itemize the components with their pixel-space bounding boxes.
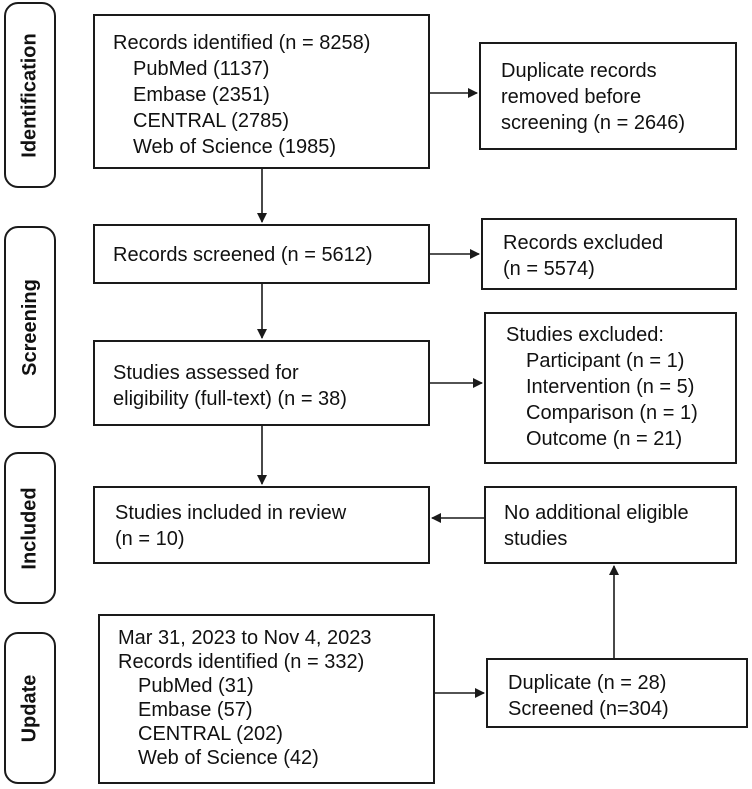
studies-included-box: Studies included in review (n = 10)	[93, 486, 430, 564]
update-duplicate: Duplicate (n = 28)	[508, 672, 667, 694]
update-source-pubmed: PubMed (31)	[138, 675, 254, 697]
update-result-box: Duplicate (n = 28) Screened (n=304)	[486, 658, 748, 728]
studies-excluded-box: Studies excluded: Participant (n = 1) In…	[484, 312, 737, 464]
assessed-line-2: eligibility (full-text) (n = 38)	[113, 388, 347, 410]
included-line-1: Studies included in review	[115, 502, 347, 524]
reason-comparison: Comparison (n = 1)	[526, 402, 698, 424]
stage-screening: Screening	[4, 226, 56, 428]
records-identified-title: Records identified (n = 8258)	[113, 32, 371, 54]
records-identified-box: Records identified (n = 8258) PubMed (11…	[93, 14, 430, 169]
update-records-title: Records identified (n = 332)	[118, 651, 365, 673]
studies-assessed-box: Studies assessed for eligibility (full-t…	[93, 340, 430, 426]
update-date-range: Mar 31, 2023 to Nov 4, 2023	[118, 627, 372, 649]
stage-identification: Identification	[4, 2, 56, 188]
source-embase: Embase (2351)	[133, 84, 270, 106]
included-line-2: (n = 10)	[115, 528, 185, 550]
source-central: CENTRAL (2785)	[133, 110, 289, 132]
update-source-web-of-science: Web of Science (42)	[138, 747, 319, 769]
duplicates-line-2: removed before	[501, 86, 642, 108]
no-additional-line-2: studies	[504, 528, 568, 550]
duplicates-line-3: screening (n = 2646)	[501, 112, 686, 134]
update-screened: Screened (n=304)	[508, 698, 669, 720]
update-records-box: Mar 31, 2023 to Nov 4, 2023 Records iden…	[98, 614, 435, 784]
duplicates-line-1: Duplicate records	[501, 60, 657, 82]
records-screened-box: Records screened (n = 5612)	[93, 224, 430, 284]
reason-intervention: Intervention (n = 5)	[526, 376, 695, 398]
stage-included: Included	[4, 452, 56, 604]
no-additional-line-1: No additional eligible	[504, 502, 689, 524]
records-excluded-box: Records excluded (n = 5574)	[481, 218, 737, 290]
source-web-of-science: Web of Science (1985)	[133, 136, 337, 158]
records-screened-text: Records screened (n = 5612)	[113, 244, 373, 266]
duplicates-removed-box: Duplicate records removed before screeni…	[479, 42, 737, 150]
records-excluded-line-2: (n = 5574)	[503, 258, 595, 280]
update-source-embase: Embase (57)	[138, 699, 253, 721]
assessed-line-1: Studies assessed for	[113, 362, 299, 384]
studies-excluded-title: Studies excluded:	[506, 324, 664, 346]
stage-update: Update	[4, 632, 56, 784]
reason-outcome: Outcome (n = 21)	[526, 428, 683, 450]
records-excluded-line-1: Records excluded	[503, 232, 664, 254]
update-source-central: CENTRAL (202)	[138, 723, 283, 745]
no-additional-box: No additional eligible studies	[484, 486, 737, 564]
source-pubmed: PubMed (1137)	[133, 58, 270, 80]
reason-participant: Participant (n = 1)	[526, 350, 685, 372]
